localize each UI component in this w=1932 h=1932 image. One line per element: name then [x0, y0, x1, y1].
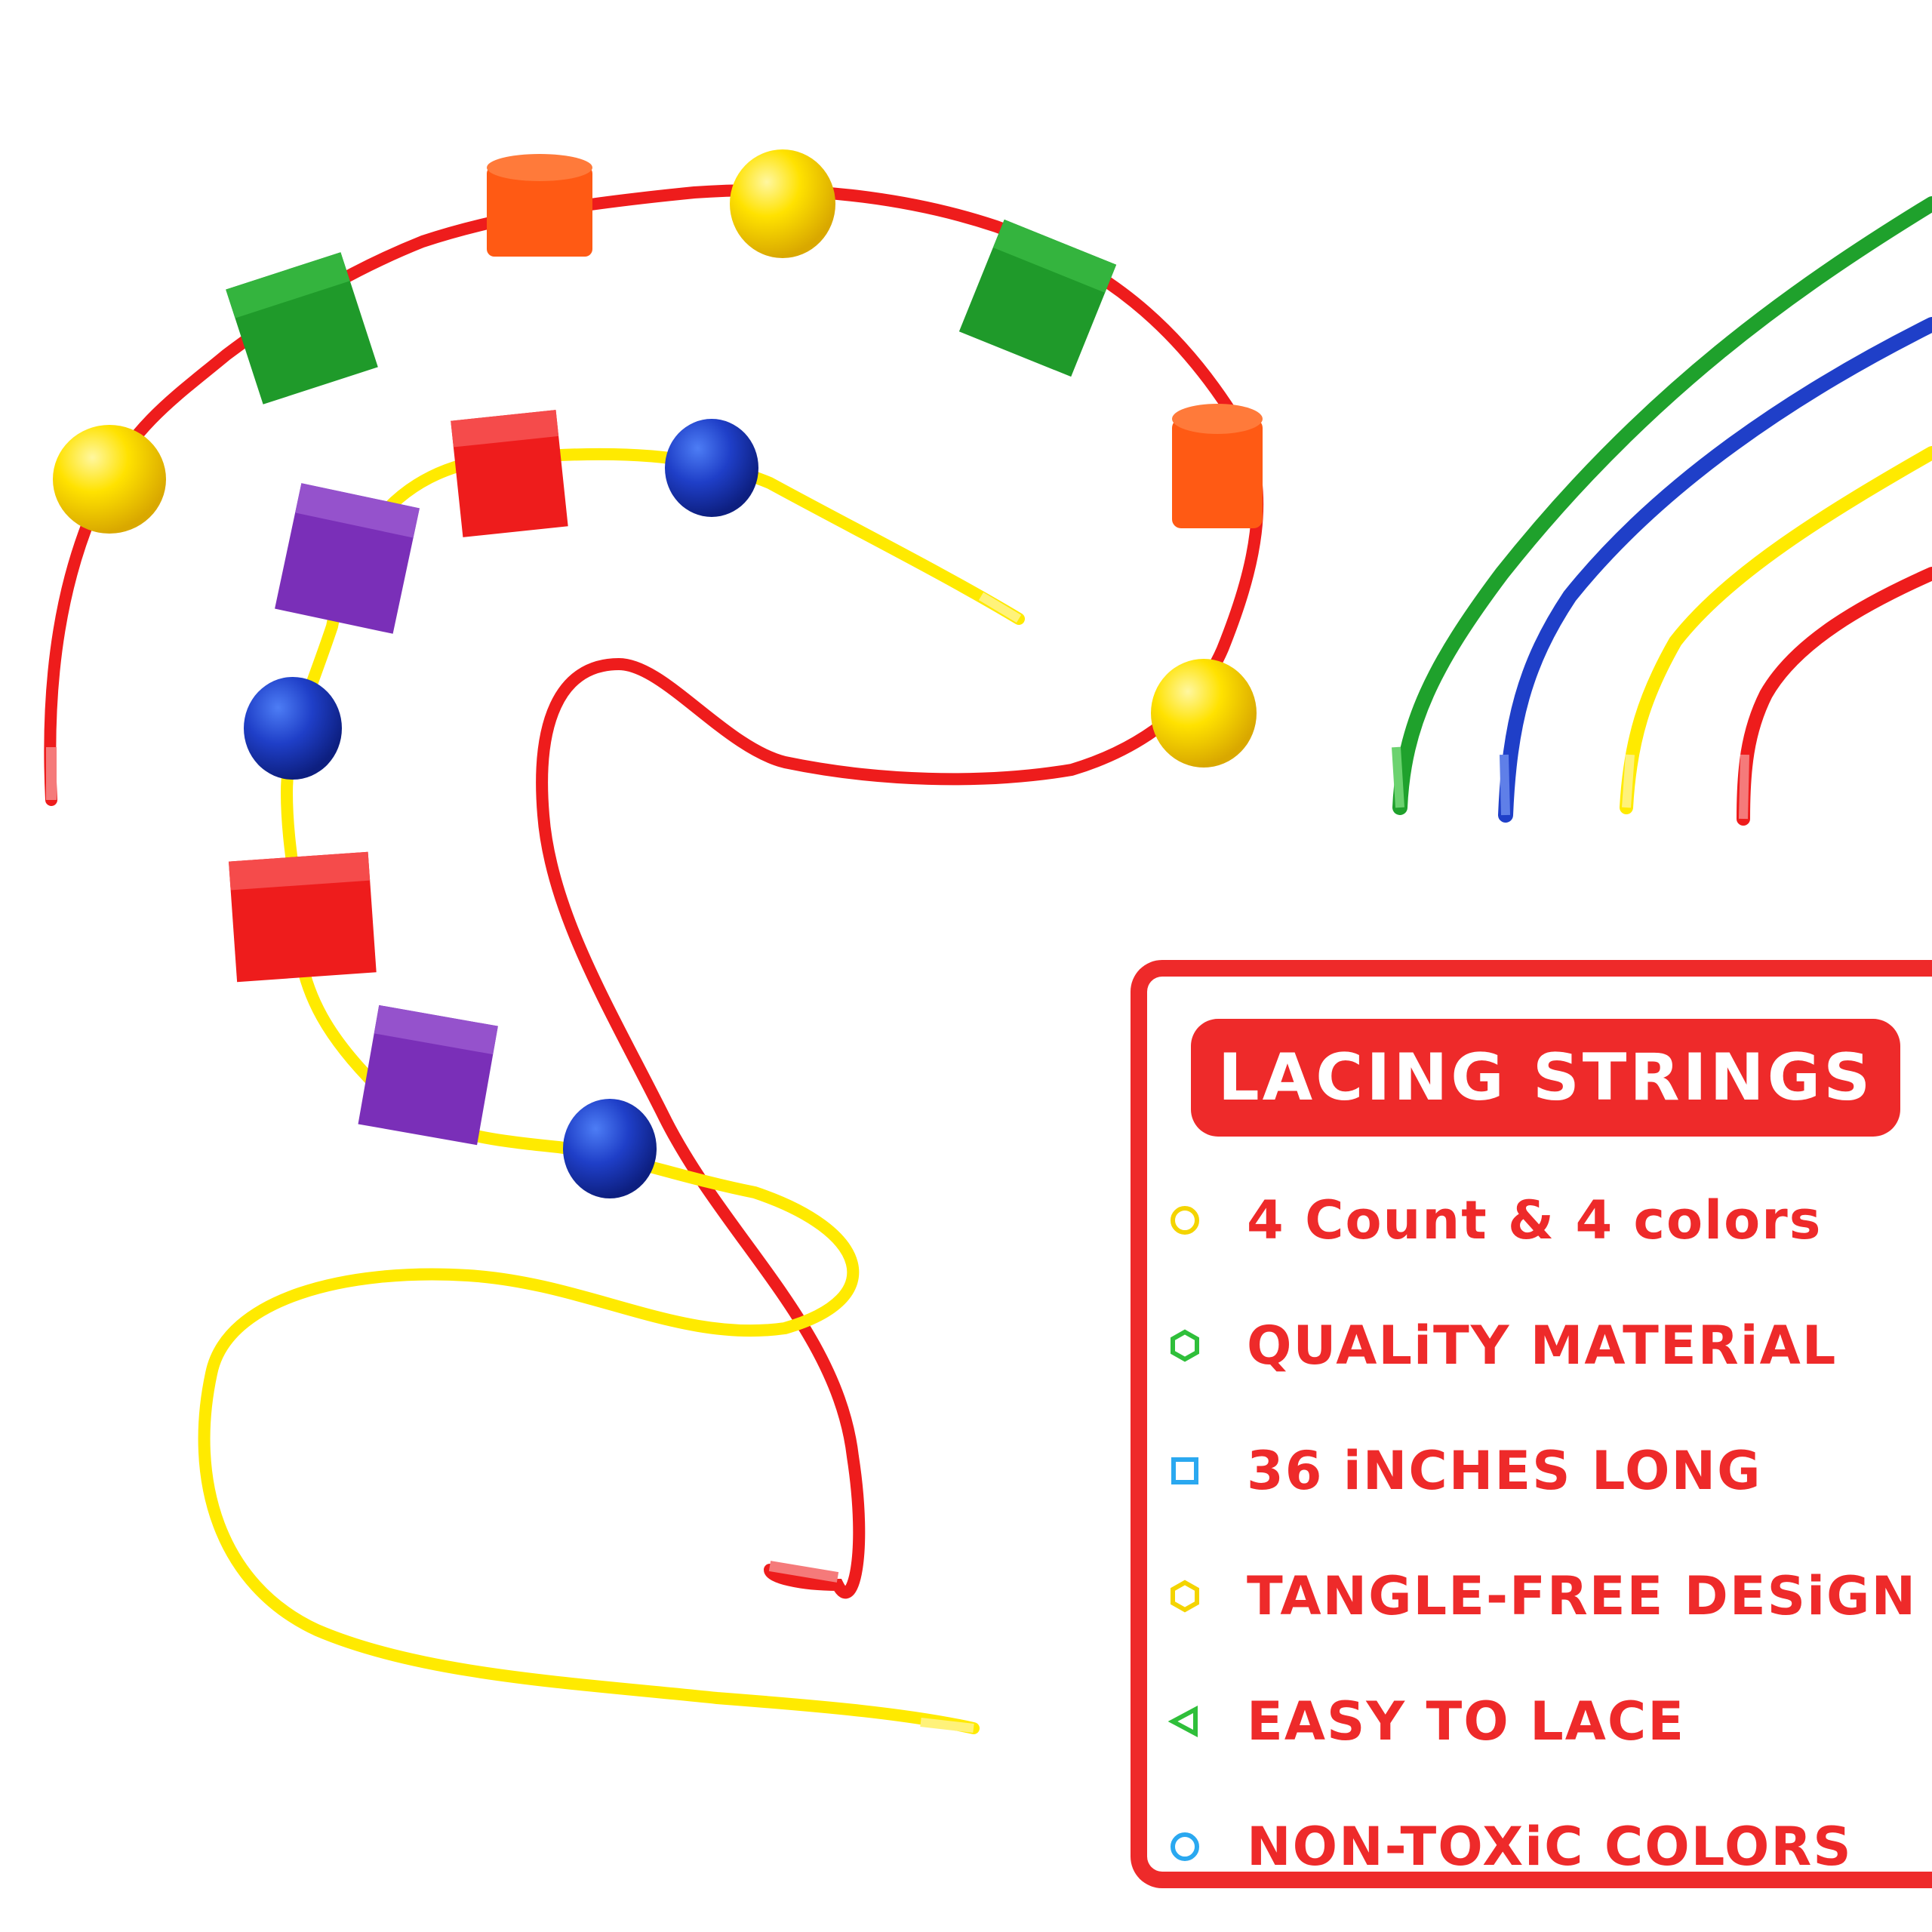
- feature-item-easy: EASY TO LACE: [1168, 1659, 1932, 1784]
- green-hexagon-bullet-icon: [1171, 1329, 1199, 1362]
- green-cube-bead-2: [958, 219, 1117, 377]
- yellow-string-tip-2: [978, 592, 1022, 623]
- title-badge: LACiNG STRiNGS: [1191, 1019, 1900, 1137]
- feature-label: QUALiTY MATERiAL: [1247, 1315, 1838, 1377]
- blue-sphere-bead: [665, 419, 758, 517]
- purple-cube-bead-2: [358, 1004, 498, 1146]
- orange-cylinder-bead: [487, 154, 592, 257]
- feature-label: 4 Count & 4 colors: [1247, 1189, 1823, 1251]
- feature-list: 4 Count & 4 colors QUALiTY MATERiAL 36 i…: [1168, 1158, 1932, 1878]
- feature-panel: LACiNG STRiNGS 4 Count & 4 colors QUALiT…: [1131, 960, 1932, 1888]
- yellow-sphere-bead-3: [1151, 659, 1257, 768]
- blue-circle-bullet-icon: [1171, 1832, 1199, 1861]
- feature-item-count: 4 Count & 4 colors: [1168, 1158, 1932, 1283]
- yellow-loose-string-tip: [1622, 754, 1635, 808]
- red-cube-bead-2: [228, 851, 377, 983]
- feature-label: EASY TO LACE: [1247, 1690, 1686, 1752]
- yellow-string-tip: [920, 1718, 974, 1733]
- yellow-circle-bullet-icon: [1171, 1206, 1199, 1235]
- blue-loose-string: [1498, 317, 1932, 823]
- blue-square-bullet-icon: [1171, 1457, 1198, 1484]
- blue-sphere-bead-3: [563, 1099, 657, 1198]
- green-string-tip: [1392, 746, 1404, 808]
- feature-label: TANGLE-FREE DESiGN: [1247, 1565, 1918, 1627]
- panel-title: LACiNG STRiNGS: [1217, 1040, 1874, 1115]
- yellow-lacing-string: [198, 448, 1025, 1734]
- purple-cube-bead: [275, 483, 420, 634]
- feature-item-material: QUALiTY MATERiAL: [1168, 1283, 1932, 1408]
- green-triangle-bullet-icon: [1168, 1706, 1198, 1737]
- feature-label: 36 iNCHES LONG: [1247, 1440, 1762, 1502]
- blue-sphere-bead-2: [244, 677, 342, 780]
- feature-item-tangle-free: TANGLE-FREE DESiGN: [1168, 1534, 1932, 1659]
- panel-color-edge-left: [1131, 1022, 1147, 1490]
- orange-cylinder-bead-2: [1172, 404, 1263, 528]
- yellow-loose-string: [1620, 446, 1932, 814]
- panel-color-edge-top: [1162, 960, 1600, 977]
- red-loose-string: [1737, 567, 1932, 826]
- green-loose-string: [1392, 196, 1932, 815]
- yellow-sphere-bead-2: [730, 149, 835, 258]
- red-cube-bead: [451, 410, 568, 537]
- green-cube-bead: [226, 252, 378, 405]
- blue-string-tip: [1500, 754, 1510, 816]
- red-loose-string-tip: [1739, 754, 1749, 820]
- feature-item-length: 36 iNCHES LONG: [1168, 1408, 1932, 1534]
- yellow-hexagon-bullet-icon: [1171, 1580, 1199, 1613]
- feature-item-non-toxic: NON-TOXiC COLORS: [1168, 1784, 1932, 1878]
- red-string-tip-2: [768, 1561, 839, 1583]
- feature-label: NON-TOXiC COLORS: [1247, 1816, 1853, 1878]
- yellow-sphere-bead: [53, 425, 166, 534]
